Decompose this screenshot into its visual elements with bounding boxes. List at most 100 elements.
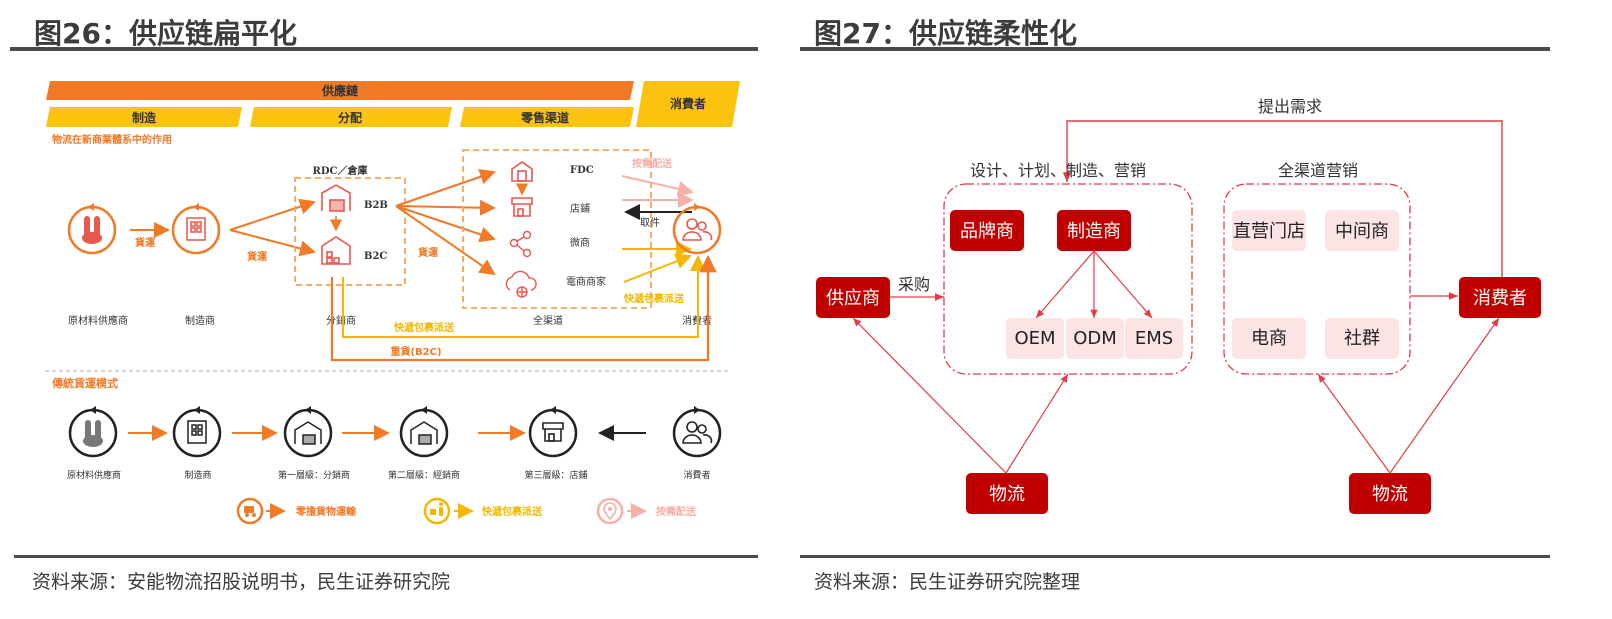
trad-node-raw-supplier (68, 406, 118, 458)
svg-text:ODM: ODM (1073, 328, 1117, 349)
storefront-icon (511, 197, 533, 217)
courier-icon (430, 502, 443, 516)
trad-label-tier1: 第一層級：分銷商 (278, 469, 350, 481)
figure-27-title: 图27：供应链柔性化 (814, 17, 1077, 50)
supply-chain-flattening-diagram: 供應鏈 制造 分配 零售渠道 消費者 物流在新商業體系中的作用 原材料供應商 貨… (45, 81, 740, 525)
share-network-icon (509, 230, 532, 258)
warehouse-icon (294, 421, 322, 445)
design-manufacture-group (943, 183, 1193, 375)
express-route-line (342, 255, 706, 338)
svg-text:电商: 电商 (1251, 328, 1287, 349)
group2-caption: 全渠道营销 (1278, 161, 1358, 180)
b2c-warehouse-icon (321, 236, 351, 265)
freight-label-1: 貨運 (135, 236, 155, 249)
oem-node: OEM (1006, 318, 1064, 359)
channel-ecommerce-merchant: 電商商家 (566, 275, 606, 288)
group1-caption: 设计、计划、制造、营销 (970, 161, 1146, 180)
odm-node: ODM (1066, 318, 1124, 359)
logistics-node-left: 物流 (966, 473, 1048, 514)
traditional-section-label: 傳統貨運模式 (51, 376, 118, 390)
supply-chain-label: 供應鏈 (321, 83, 358, 98)
trad-label-consumer: 消費者 (683, 469, 710, 481)
ems-node: EMS (1125, 318, 1183, 359)
figure-26-title: 图26：供应链扁平化 (34, 17, 297, 50)
raw-supplier-label: 原材料供應商 (68, 314, 128, 327)
manufacturer-node: 制造商 (1057, 210, 1131, 251)
omnichannel-group (462, 149, 652, 309)
raw-material-icon (82, 216, 102, 244)
purchase-label: 采购 (898, 275, 930, 294)
distributor-label: 分銷商 (326, 314, 356, 327)
trad-node-consumer (672, 406, 722, 458)
pickup-label: 取件 (640, 217, 660, 229)
freight-label-2: 貨運 (247, 250, 267, 263)
location-pin-icon (603, 502, 617, 521)
building-icon (186, 217, 206, 241)
warehouse-group (294, 177, 406, 286)
figure-26-source: 资料来源：安能物流招股说明书，民生证券研究院 (32, 571, 451, 593)
on-demand-label: 按需配送 (632, 157, 673, 170)
svg-text:制造商: 制造商 (1067, 221, 1121, 242)
trad-label-raw-supplier: 原材料供應商 (67, 469, 121, 481)
supply-chain-header: 供應鏈 制造 分配 零售渠道 消費者 (46, 81, 740, 127)
users-icon (682, 218, 713, 241)
svg-text:EMS: EMS (1135, 328, 1173, 349)
svg-text:直营门店: 直营门店 (1233, 221, 1305, 242)
warehouse-icon (410, 421, 438, 445)
b2b-label: B2B (364, 200, 388, 211)
stage-consumer: 消費者 (670, 96, 706, 111)
trad-node-manufacturer (172, 406, 222, 458)
legend-label-express: 快遞包裹派送 (481, 505, 543, 518)
channel-wechat-merchant: 微商 (570, 236, 590, 249)
users-icon (682, 421, 713, 444)
legend-label-ltl: 零擔貨物運輸 (295, 505, 357, 518)
node-manufacturer (171, 203, 221, 255)
b2c-label: B2C (364, 251, 387, 262)
source-rule (14, 555, 758, 558)
trad-node-tier3-store (528, 406, 578, 458)
channel-store: 店鋪 (570, 202, 590, 215)
logistics-node-right: 物流 (1349, 473, 1431, 514)
svg-text:品牌商: 品牌商 (960, 221, 1014, 242)
legend-label-on-demand: 按需配送 (656, 505, 697, 518)
omnichannel-marketing-group (1223, 183, 1411, 375)
svg-text:供应商: 供应商 (826, 288, 880, 309)
channel-fdc: FDC (570, 165, 594, 176)
heavy-goods-label: 重貨(B2C) (390, 345, 441, 358)
new-system-section-label: 物流在新商業體系中的作用 (52, 133, 172, 146)
truck-icon (244, 506, 256, 517)
svg-text:社群: 社群 (1344, 328, 1380, 349)
right-figure-panel: 图27：供应链柔性化 提出需求 设计、计划、制造、营销 品牌商 制造商 OEM … (790, 0, 1612, 619)
manufacturer-label: 制造商 (185, 314, 215, 327)
freight-label-3: 貨運 (418, 246, 438, 259)
svg-text:OEM: OEM (1014, 328, 1055, 349)
consumer-node: 消费者 (1459, 277, 1541, 318)
trad-node-tier1-distributor (283, 406, 333, 458)
demand-feedback-line (1062, 120, 1503, 288)
channel-community: 社群 (1325, 318, 1399, 359)
demand-label: 提出需求 (1258, 97, 1322, 116)
warehouse-label: RDC／倉庫 (313, 164, 368, 177)
svg-text:物流: 物流 (989, 484, 1025, 505)
heavy-goods-route-line (330, 254, 717, 362)
source-rule (800, 555, 1550, 558)
legend-ltl-freight: 零擔貨物運輸 (236, 497, 357, 525)
legend-express: 快遞包裹派送 (423, 497, 543, 525)
trad-label-tier3: 第三層級：店鋪 (524, 469, 587, 481)
supply-chain-flexibility-diagram: 提出需求 设计、计划、制造、营销 品牌商 制造商 OEM ODM EMS 全渠道… (816, 97, 1541, 514)
raw-material-icon (83, 420, 103, 447)
stage-manufacturing: 制造 (132, 110, 157, 125)
cloud-globe-icon (505, 270, 537, 298)
svg-text:消费者: 消费者 (1473, 288, 1527, 309)
omnichannel-label: 全渠道 (533, 314, 563, 327)
node-raw-supplier (67, 203, 117, 255)
building-icon (187, 420, 207, 444)
brand-node: 品牌商 (950, 210, 1024, 251)
storefront-icon (542, 422, 564, 442)
channel-intermediary: 中间商 (1325, 210, 1399, 251)
fdc-warehouse-icon (511, 161, 533, 182)
channel-ecommerce: 电商 (1232, 318, 1306, 359)
figure-27-source: 资料来源：民生证券研究院整理 (814, 571, 1081, 593)
supplier-node: 供应商 (816, 277, 890, 318)
left-figure-panel: 图26：供应链扁平化 供應鏈 制造 分配 零售渠道 消費者 物流在新商業體系中的… (0, 0, 790, 619)
